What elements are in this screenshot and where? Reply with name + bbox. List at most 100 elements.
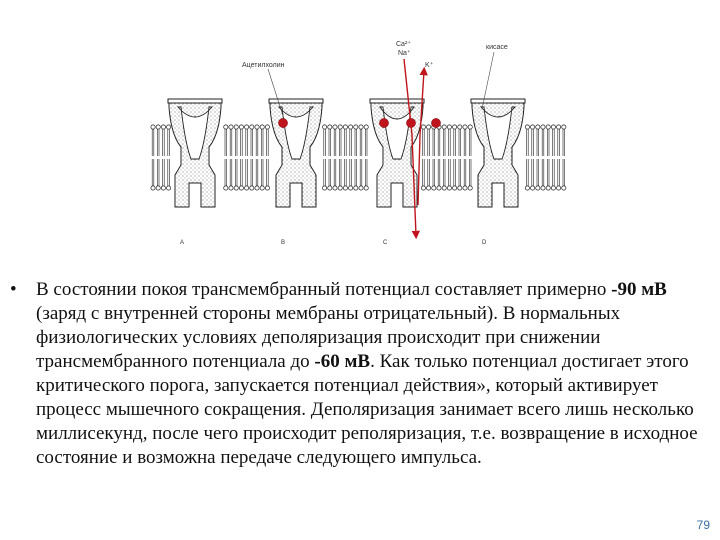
ion-influx-arrow xyxy=(403,58,421,240)
receptor-channels xyxy=(167,98,526,208)
lipid-head xyxy=(446,185,452,191)
lipid-head xyxy=(322,124,328,130)
channel-label-a: A xyxy=(180,240,184,246)
lipid-head xyxy=(561,124,567,130)
membrane-channel-illustration: Ацетилхолин Ca²⁺ Na⁺ K⁺ кисасе A B C D xyxy=(150,40,567,246)
lipid-head xyxy=(363,124,369,130)
lipid-head xyxy=(160,185,166,191)
lipid-head xyxy=(353,124,359,130)
lipid-head xyxy=(535,185,541,191)
lipid-head xyxy=(337,124,343,130)
lipid-head xyxy=(238,124,244,130)
receptor-channel xyxy=(167,98,223,208)
na-ion-label: Na⁺ xyxy=(398,49,411,57)
lipid-bilayer xyxy=(150,124,567,191)
lipid-head xyxy=(348,185,354,191)
lipid-head xyxy=(244,124,250,130)
lipid-head xyxy=(467,124,473,130)
channel-label-c: C xyxy=(383,240,388,246)
lipid-head xyxy=(441,185,447,191)
lipid-head xyxy=(358,124,364,130)
receptor-channel xyxy=(470,98,526,208)
channel-label-d: D xyxy=(482,240,487,246)
lipid-head xyxy=(228,185,234,191)
lipid-head xyxy=(238,185,244,191)
lipid-head xyxy=(348,124,354,130)
lipid-head xyxy=(327,124,333,130)
lipid-head xyxy=(342,124,348,130)
lipid-head xyxy=(322,185,328,191)
lipid-head xyxy=(223,124,229,130)
ca-ion-label: Ca²⁺ xyxy=(396,40,411,48)
receptor-channel xyxy=(369,98,425,208)
lipid-head xyxy=(249,124,255,130)
lipid-head xyxy=(155,185,161,191)
potassium-efflux-arrow xyxy=(417,66,428,206)
lipid-head xyxy=(332,185,338,191)
lipid-head xyxy=(457,124,463,130)
channel-pore xyxy=(278,106,314,160)
lipid-head xyxy=(259,185,265,191)
lipid-head xyxy=(166,185,172,191)
channel-rim xyxy=(268,98,324,104)
lipid-head xyxy=(561,185,567,191)
acetylcholine-molecule xyxy=(431,118,441,128)
text-segment-1: В состоянии покоя трансмембранный потенц… xyxy=(36,279,612,300)
kinase-pointer xyxy=(481,51,495,110)
resting-potential-value: -90 мВ xyxy=(611,279,667,300)
lipid-head xyxy=(358,185,364,191)
acetylcholine-molecule xyxy=(379,118,389,128)
acetylcholine-molecule xyxy=(278,118,288,128)
lipid-head xyxy=(228,124,234,130)
lipid-head xyxy=(150,124,156,130)
lipid-head xyxy=(155,124,161,130)
lipid-head xyxy=(457,185,463,191)
lipid-head xyxy=(233,185,239,191)
lipid-head xyxy=(342,185,348,191)
channel-pore xyxy=(379,106,415,160)
lipid-head xyxy=(160,124,166,130)
receptor-channel xyxy=(268,98,324,208)
acetylcholine-pointer xyxy=(267,68,285,120)
lipid-head xyxy=(264,185,270,191)
text-segment-2: (заряд с внутренней стороны мембраны отр… xyxy=(36,303,621,372)
page-number: 79 xyxy=(696,518,710,532)
lipid-head xyxy=(467,185,473,191)
body-paragraph: В состоянии покоя трансмембранный потенц… xyxy=(36,278,708,470)
channel-label-b: B xyxy=(281,240,285,246)
lipid-head xyxy=(150,185,156,191)
lipid-head xyxy=(426,124,432,130)
lipid-head xyxy=(244,185,250,191)
lipid-head xyxy=(550,185,556,191)
channel-rim xyxy=(167,98,223,104)
lipid-head xyxy=(223,185,229,191)
membrane-channel-diagram: Ацетилхолин Ca²⁺ Na⁺ K⁺ кисасе A B C D xyxy=(150,35,570,250)
lipid-head xyxy=(545,185,551,191)
lipid-head xyxy=(332,124,338,130)
lipid-head xyxy=(462,124,468,130)
lipid-head xyxy=(426,185,432,191)
acetylcholine-label: Ацетилхолин xyxy=(242,62,285,69)
text-segment-3: . Как только потенциал достигает этого к… xyxy=(36,351,698,468)
lipid-head xyxy=(446,124,452,130)
lipid-head xyxy=(441,124,447,130)
lipid-head xyxy=(462,185,468,191)
lipid-head xyxy=(530,124,536,130)
lipid-head xyxy=(353,185,359,191)
lipid-head xyxy=(420,185,426,191)
lipid-head xyxy=(259,124,265,130)
lipid-head xyxy=(524,124,530,130)
lipid-head xyxy=(545,124,551,130)
lipid-head xyxy=(540,185,546,191)
lipid-head xyxy=(550,124,556,130)
lipid-head xyxy=(452,185,458,191)
lipid-head xyxy=(540,124,546,130)
lipid-head xyxy=(233,124,239,130)
lipid-head xyxy=(530,185,536,191)
channel-rim xyxy=(369,98,425,104)
lipid-head xyxy=(254,185,260,191)
lipid-head xyxy=(249,185,255,191)
lipid-head xyxy=(363,185,369,191)
bullet-marker: • xyxy=(10,279,17,300)
lipid-head xyxy=(436,185,442,191)
